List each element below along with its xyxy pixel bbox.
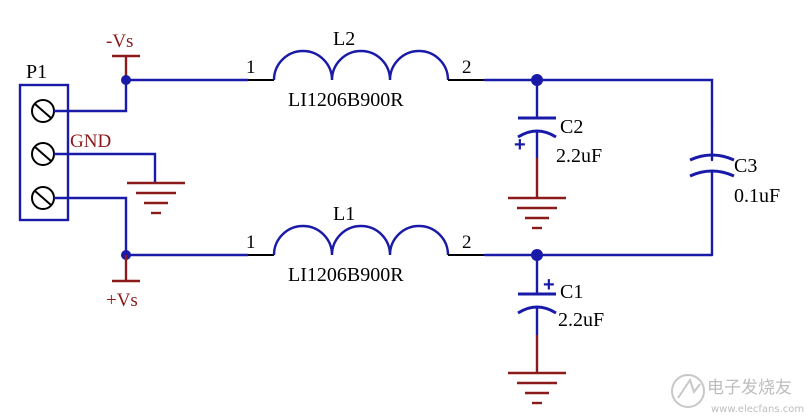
watermark-logo	[671, 374, 705, 408]
inductor-l1-ref: L1	[333, 203, 355, 225]
ground-symbol-p1	[127, 181, 185, 215]
inductor-l2-ref: L2	[333, 28, 355, 50]
connector-terminal-1	[31, 99, 55, 123]
capacitor-c2-value: 2.2uF	[556, 145, 602, 167]
wire-p1-to-gnd	[53, 152, 157, 184]
capacitor-c1-ref: C1	[560, 281, 583, 303]
inductor-l2-coil	[272, 49, 450, 81]
wire-top-output	[483, 78, 714, 127]
inductor-l1-part: LI1206B900R	[288, 264, 404, 286]
net-label-neg-vs: -Vs	[106, 31, 133, 52]
wire-p1-to-pos-vs	[53, 196, 128, 257]
inductor-l2-pin2: 2	[462, 57, 472, 78]
ground-symbol-c2	[508, 196, 566, 230]
capacitor-c3-value: 0.1uF	[734, 185, 780, 207]
capacitor-c3-plate-top	[689, 153, 735, 162]
connector-terminal-2	[31, 142, 55, 166]
watermark-url: www.elecfans.com	[711, 404, 804, 415]
capacitor-c1-polarity: +	[543, 274, 555, 296]
watermark: 电子发烧友 www.elecfans.com	[671, 374, 804, 415]
connector-terminal-3	[31, 186, 55, 210]
capacitor-c2-polarity: +	[514, 134, 526, 156]
inductor-l1-pin2: 2	[462, 232, 472, 253]
junction-neg-vs	[121, 75, 131, 85]
inductor-l2-pin1: 1	[246, 57, 256, 78]
inductor-l1-pin1: 1	[246, 232, 256, 253]
capacitor-c2-ref: C2	[560, 116, 583, 138]
wire-p1-to-neg-vs	[53, 78, 128, 113]
ground-symbol-c1	[508, 371, 566, 405]
capacitor-c1-value: 2.2uF	[558, 309, 604, 331]
inductor-l2-part: LI1206B900R	[288, 89, 404, 111]
connector-ref: P1	[26, 61, 47, 83]
connector-body	[18, 83, 70, 222]
capacitor-c3-ref: C3	[734, 155, 757, 177]
watermark-text: 电子发烧友	[707, 378, 792, 398]
inductor-l1-coil	[272, 224, 450, 256]
net-label-gnd: GND	[70, 131, 111, 152]
net-label-pos-vs: +Vs	[106, 290, 138, 311]
